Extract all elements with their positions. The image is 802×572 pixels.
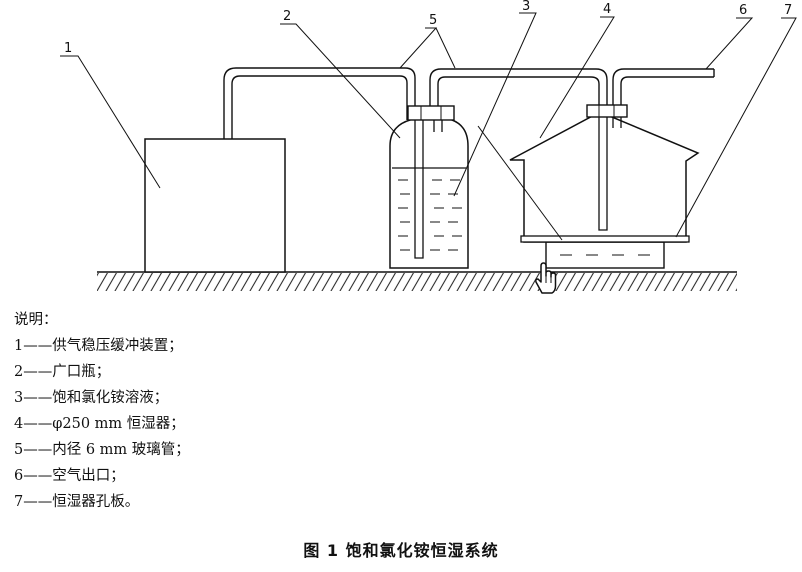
legend-item: 6——空气出口； bbox=[14, 468, 125, 484]
legend-item: 1——供气稳压缓冲装置； bbox=[14, 338, 183, 354]
leader-lines bbox=[60, 12, 797, 241]
label-5: 5 bbox=[429, 13, 437, 28]
legend: 说明： 1——供气稳压缓冲装置； 2——广口瓶； 3——饱和氯化铵溶液； 4——… bbox=[14, 307, 190, 515]
legend-item: 5——内径 6 mm 玻璃管； bbox=[14, 442, 190, 458]
label-4: 4 bbox=[603, 2, 611, 17]
legend-item: 3——饱和氯化铵溶液； bbox=[14, 390, 169, 406]
ground bbox=[97, 271, 737, 291]
legend-heading: 说明： bbox=[14, 312, 58, 328]
figure-caption: 图 1 饱和氯化铵恒湿系统 bbox=[303, 541, 499, 560]
hand-pointer-icon bbox=[535, 262, 557, 294]
label-1: 1 bbox=[64, 41, 72, 56]
label-2: 2 bbox=[283, 9, 291, 24]
legend-item: 2——广口瓶； bbox=[14, 364, 111, 380]
apparatus-diagram: 1 2 3 4 5 6 7 bbox=[60, 0, 797, 291]
legend-item: 7——恒湿器孔板。 bbox=[14, 494, 140, 510]
legend-item: 4——φ250 mm 恒湿器； bbox=[14, 416, 185, 432]
gas-supply-box bbox=[144, 138, 286, 273]
label-7: 7 bbox=[784, 3, 792, 18]
label-6: 6 bbox=[739, 3, 747, 18]
wide-mouth-bottle bbox=[389, 105, 469, 269]
label-3: 3 bbox=[522, 0, 530, 14]
glass-tubes bbox=[223, 67, 715, 139]
humidifier bbox=[509, 104, 700, 269]
